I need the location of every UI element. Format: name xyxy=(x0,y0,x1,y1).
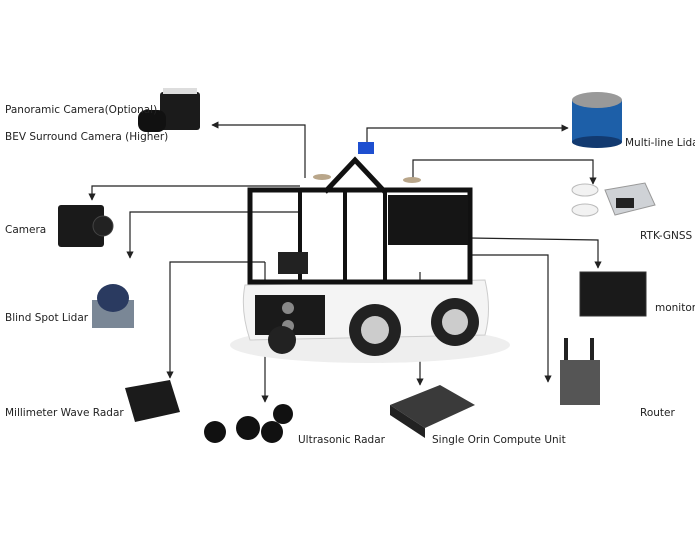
camera-image xyxy=(58,205,114,247)
compute-unit-label: Single Orin Compute Unit xyxy=(432,434,566,446)
monitor-image xyxy=(579,271,647,317)
ultrasonic-radar-label: Ultrasonic Radar xyxy=(298,434,385,446)
ultrasonic-radar-image xyxy=(204,404,293,443)
vehicle xyxy=(230,142,510,363)
blind-spot-lidar-label: Blind Spot Lidar xyxy=(5,312,89,324)
multi-line-lidar-label: Multi-line Lidar xyxy=(625,137,695,149)
router-label: Router xyxy=(640,407,675,419)
compute-unit-image xyxy=(390,385,475,438)
mm-wave-radar-image xyxy=(125,380,180,422)
multi-line-lidar-image xyxy=(572,92,622,148)
connector-lines xyxy=(88,121,602,403)
camera-label: Camera xyxy=(5,224,47,236)
mm-wave-radar-label: Millimeter Wave Radar xyxy=(5,407,124,419)
rtk-gnss-image xyxy=(571,182,656,217)
rtk-gnss-label: RTK-GNSS xyxy=(640,230,693,242)
monitor-label: monitor xyxy=(655,302,695,314)
blind-spot-lidar-image xyxy=(92,284,134,328)
router-image xyxy=(560,338,600,405)
bev-camera-label: BEV Surround Camera (Higher) xyxy=(5,131,169,143)
panoramic-camera-label: Panoramic Camera(Optional) xyxy=(5,104,158,116)
panoramic-camera-image xyxy=(138,88,200,132)
